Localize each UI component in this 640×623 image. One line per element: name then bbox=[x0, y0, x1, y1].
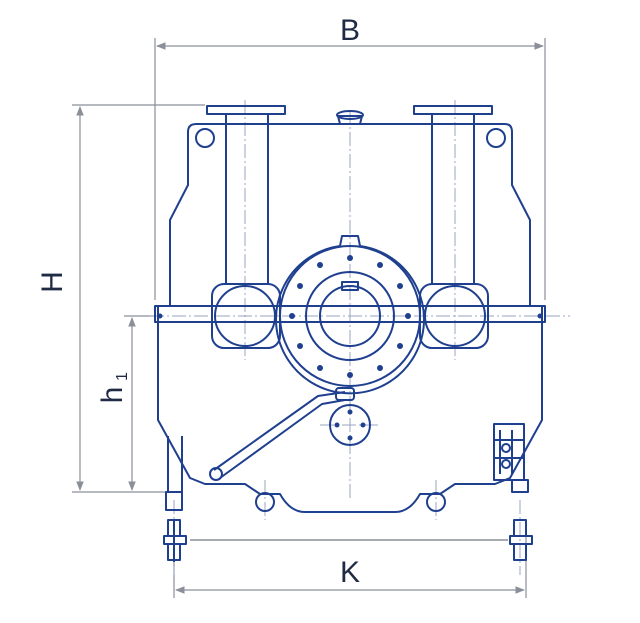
label-h1: h 1 bbox=[96, 372, 131, 403]
label-h1-main: h bbox=[96, 387, 129, 404]
drain-hole-left bbox=[255, 492, 275, 512]
label-h1-subscript: 1 bbox=[114, 372, 131, 381]
breather-cap bbox=[337, 115, 363, 125]
oil-port-flange bbox=[329, 404, 371, 446]
label-b: B bbox=[340, 14, 360, 47]
right-pipe-top-flange bbox=[413, 105, 493, 115]
right-foot-bolt bbox=[511, 479, 529, 493]
label-h: H bbox=[36, 271, 69, 293]
right-anchor-nut bbox=[509, 535, 533, 545]
lifting-hole-left bbox=[195, 128, 215, 148]
label-k: K bbox=[340, 556, 360, 589]
output-bore-outer bbox=[305, 271, 395, 361]
side-bracket bbox=[493, 423, 525, 481]
bolt-dots bbox=[157, 255, 543, 441]
lifting-hole-right bbox=[486, 128, 506, 148]
output-flange bbox=[275, 235, 425, 395]
drain-hole-right bbox=[426, 492, 446, 512]
gearbox-body bbox=[154, 105, 546, 562]
left-foot-bolt bbox=[165, 491, 183, 511]
lower-housing bbox=[157, 305, 543, 513]
dimension-lines bbox=[72, 38, 546, 598]
output-bore-inner bbox=[319, 285, 381, 347]
left-pipe-top-flange bbox=[206, 105, 286, 115]
oil-pipe-lower bbox=[219, 399, 346, 479]
